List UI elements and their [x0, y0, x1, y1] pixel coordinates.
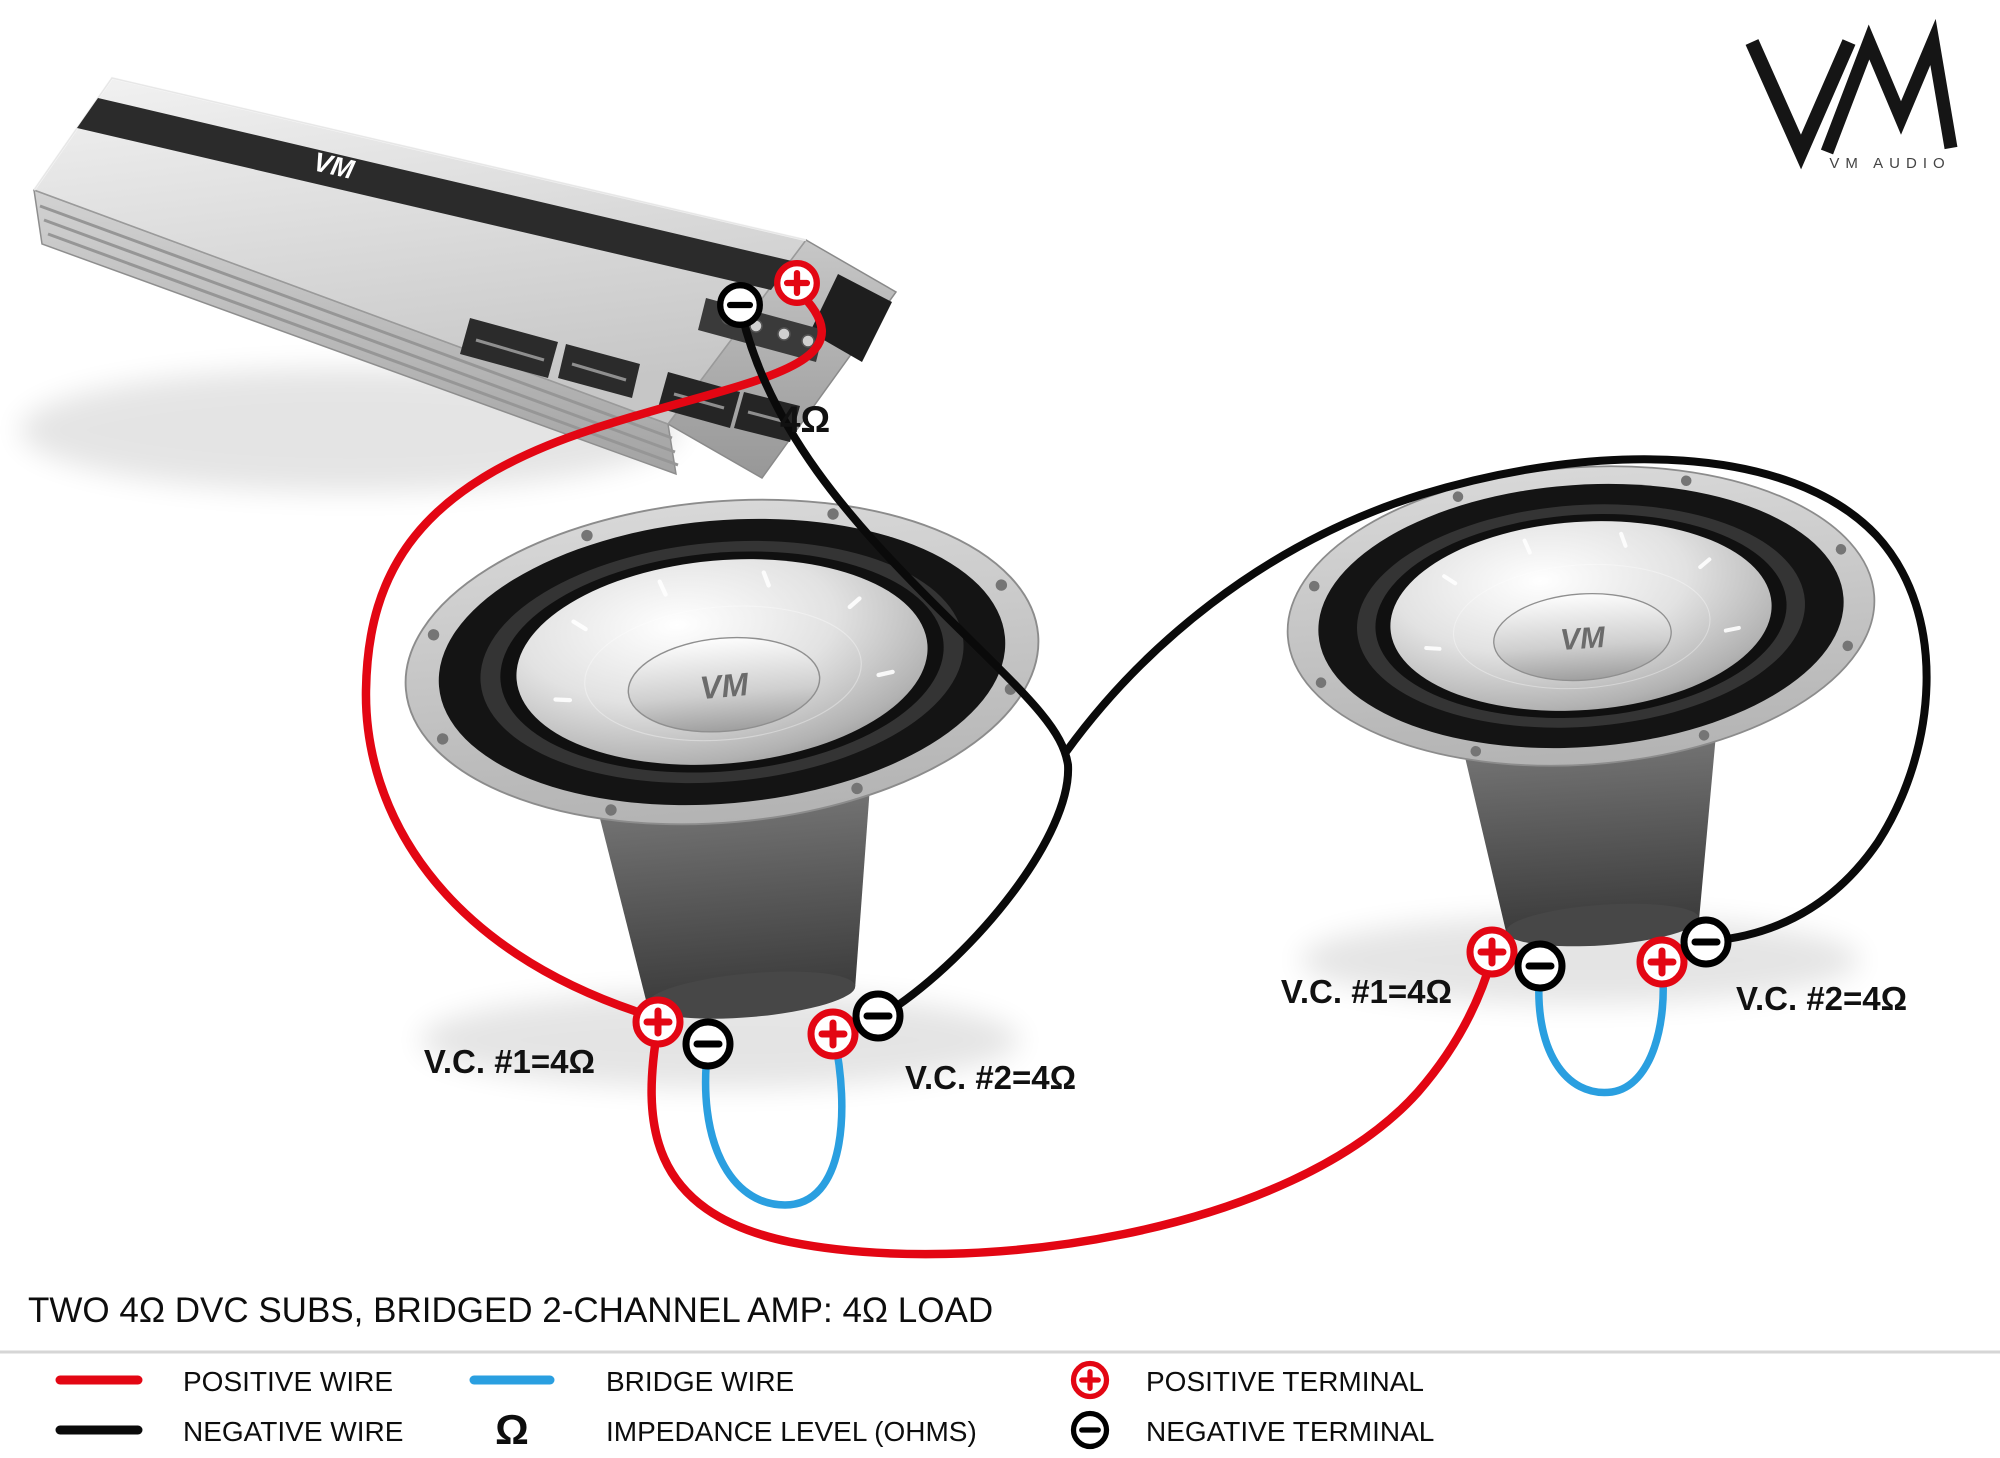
left-sub-vc1-negative-terminal: [686, 1022, 730, 1066]
positive-wire-amp-to-left-sub: [361, 285, 826, 1021]
amp-negative-terminal: [720, 285, 760, 325]
right-sub-vc1-label: V.C. #1=4Ω: [1281, 973, 1452, 1010]
right-sub-vc2-label: V.C. #2=4Ω: [1736, 980, 1907, 1017]
amp-heatsink-fins: [39, 204, 679, 467]
legend-negative-terminal-label: NEGATIVE TERMINAL: [1146, 1416, 1434, 1447]
right-sub-vc1-negative-terminal: [1518, 944, 1562, 988]
bridge-wire-right-sub: [1535, 962, 1667, 1097]
amp-end-opening: [810, 274, 892, 362]
vm-audio-wordmark: VM AUDIO: [1829, 155, 1950, 172]
legend: POSITIVE WIRE BRIDGE WIRE POSITIVE TERMI…: [55, 1364, 1434, 1453]
amplifier: VM: [32, 76, 898, 479]
legend-bridge-wire-label: BRIDGE WIRE: [606, 1366, 794, 1397]
left-sub-vc2-label: V.C. #2=4Ω: [905, 1059, 1076, 1096]
negative-terminal-icon: [1074, 1414, 1107, 1447]
subwoofer-right: [1275, 445, 1900, 968]
negative-wire-amp-to-left-sub: [738, 311, 1073, 1016]
left-sub-vc2-negative-terminal: [856, 994, 900, 1038]
legend-positive-terminal-label: POSITIVE TERMINAL: [1146, 1366, 1424, 1397]
negative-wire-right-sub-branch: [1062, 455, 1931, 945]
left-sub-vc1-label: V.C. #1=4Ω: [424, 1043, 595, 1080]
impedance-symbol: Ω: [495, 1406, 529, 1453]
right-sub-vc2-negative-terminal: [1684, 920, 1728, 964]
left-sub-vc1-positive-terminal: [636, 1000, 680, 1044]
amp-stripe: [77, 98, 792, 290]
amp-top-highlight: [32, 76, 807, 242]
amp-impedance-label: 4Ω: [780, 399, 830, 440]
diagram-title: TWO 4Ω DVC SUBS, BRIDGED 2-CHANNEL AMP: …: [28, 1291, 993, 1330]
legend-negative-wire-label: NEGATIVE WIRE: [183, 1416, 403, 1447]
left-sub-vc2-positive-terminal: [811, 1012, 855, 1056]
right-sub-vc2-positive-terminal: [1640, 940, 1684, 984]
right-sub-vc1-positive-terminal: [1470, 930, 1514, 974]
bridge-wire-left-sub: [701, 1032, 846, 1209]
vm-logo-icon: [1745, 18, 1958, 170]
legend-impedance-label: IMPEDANCE LEVEL (OHMS): [606, 1416, 977, 1447]
vm-audio-logo: VM AUDIO: [1745, 18, 1958, 172]
subwoofer-left: [392, 474, 1069, 1044]
positive-wire-left-sub-to-right-sub: [647, 953, 1497, 1259]
positive-terminal-icon: [1074, 1364, 1107, 1397]
amp-positive-terminal: [777, 263, 817, 303]
wires: [361, 285, 1931, 1259]
legend-positive-wire-label: POSITIVE WIRE: [183, 1366, 393, 1397]
